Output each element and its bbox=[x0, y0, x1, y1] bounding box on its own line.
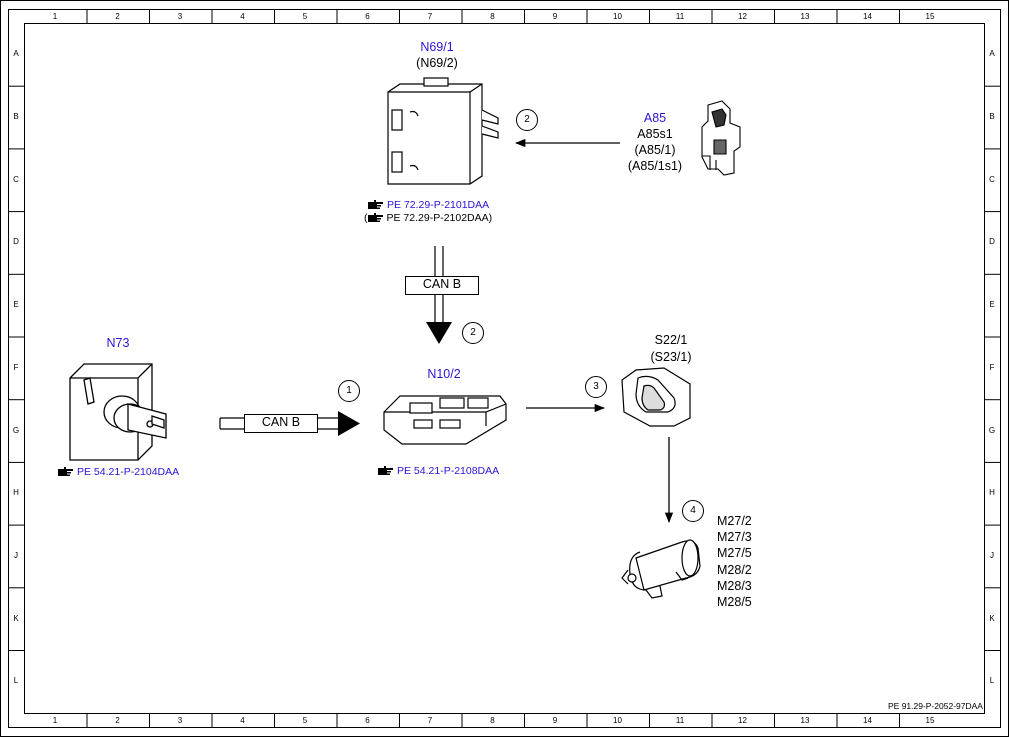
n73-drawing bbox=[69, 363, 167, 461]
row-label: F bbox=[989, 362, 995, 372]
row-label: L bbox=[13, 676, 19, 686]
row-label: J bbox=[14, 550, 18, 560]
column-label: 1 bbox=[52, 716, 58, 725]
motor-drawing bbox=[621, 539, 701, 599]
n69-alt-label: (N69/2) bbox=[416, 56, 458, 70]
can-bus-label-top: CAN B bbox=[405, 276, 479, 295]
row-label: A bbox=[13, 49, 19, 59]
motor-code: M27/3 bbox=[717, 530, 752, 545]
a85-line-1: A85s1 bbox=[637, 127, 673, 141]
column-label: 1 bbox=[52, 12, 58, 21]
row-label: K bbox=[13, 613, 19, 623]
row-label: B bbox=[989, 112, 995, 122]
a85-line-3: (A85/1s1) bbox=[627, 159, 683, 173]
n73-code-label: N73 bbox=[106, 336, 130, 350]
column-label: 7 bbox=[427, 716, 433, 725]
row-label: D bbox=[13, 237, 19, 247]
column-label: 4 bbox=[240, 12, 245, 21]
column-label: 15 bbox=[925, 12, 935, 21]
column-label: 13 bbox=[800, 716, 810, 725]
s22-drawing bbox=[621, 367, 691, 427]
row-label: G bbox=[988, 425, 996, 435]
step-marker-2: 2 bbox=[462, 322, 484, 344]
column-label: 14 bbox=[863, 716, 872, 725]
row-label: G bbox=[12, 425, 20, 435]
pointing-hand-icon bbox=[378, 466, 393, 475]
column-label: 13 bbox=[800, 12, 810, 21]
n69-ref-2[interactable]: (PE 72.29-P-2102DAA) bbox=[364, 212, 493, 224]
a85-drawing bbox=[701, 100, 741, 176]
column-label: 15 bbox=[925, 716, 935, 725]
column-label: 11 bbox=[675, 716, 685, 725]
column-label: 7 bbox=[427, 12, 433, 21]
column-label: 12 bbox=[738, 716, 747, 725]
row-label: B bbox=[13, 112, 19, 122]
column-label: 6 bbox=[365, 716, 370, 725]
a85-line-2: (A85/1) bbox=[634, 143, 676, 157]
column-label: 10 bbox=[613, 716, 622, 725]
n10-ref[interactable]: PE 54.21-P-2108DAA bbox=[378, 465, 499, 478]
step-marker-3: 3 bbox=[585, 376, 607, 398]
motor-code: M28/3 bbox=[717, 578, 752, 593]
column-label: 8 bbox=[490, 12, 495, 21]
column-label: 10 bbox=[613, 12, 622, 21]
n73-ref[interactable]: PE 54.21-P-2104DAA bbox=[58, 466, 179, 479]
row-label: C bbox=[13, 174, 19, 184]
row-label: K bbox=[989, 613, 995, 623]
n10-code-label: N10/2 bbox=[427, 367, 461, 381]
step-marker-2-top: 2 bbox=[516, 109, 538, 131]
column-label: 5 bbox=[302, 716, 308, 725]
step-marker-1: 1 bbox=[338, 380, 360, 402]
row-label: A bbox=[989, 49, 995, 59]
can-bus-arrow-vertical bbox=[426, 246, 452, 344]
column-label: 9 bbox=[552, 716, 558, 725]
row-label: E bbox=[13, 300, 19, 310]
pointing-hand-icon bbox=[368, 200, 383, 209]
column-label: 2 bbox=[115, 12, 120, 21]
s22-code-label: S22/1 bbox=[654, 333, 688, 347]
pointing-hand-icon bbox=[58, 467, 73, 476]
column-label: 6 bbox=[365, 12, 370, 21]
column-label: 3 bbox=[177, 716, 183, 725]
row-label: H bbox=[989, 488, 995, 498]
column-label: 9 bbox=[552, 12, 558, 21]
column-label: 4 bbox=[240, 716, 245, 725]
step-marker-4: 4 bbox=[682, 500, 704, 522]
motor-code: M28/2 bbox=[717, 562, 752, 577]
motor-code-list: M27/2 M27/3 M27/5 M28/2 M28/3 M28/5 bbox=[717, 513, 752, 610]
column-label: 8 bbox=[490, 716, 495, 725]
column-label: 5 bbox=[302, 12, 308, 21]
s22-alt-label: (S23/1) bbox=[650, 350, 692, 364]
can-bus-label-left: CAN B bbox=[244, 414, 318, 433]
row-label: F bbox=[13, 362, 19, 372]
row-label: J bbox=[990, 550, 994, 560]
a85-code-label: A85 bbox=[643, 111, 667, 125]
row-label: L bbox=[989, 676, 995, 686]
row-label: D bbox=[989, 237, 995, 247]
row-label: H bbox=[13, 488, 19, 498]
motor-code: M27/5 bbox=[717, 546, 752, 561]
column-label: 14 bbox=[863, 12, 872, 21]
n69-module-drawing bbox=[387, 77, 499, 185]
document-reference: PE 91.29-P-2052-97DAA bbox=[888, 701, 983, 711]
n69-code-label: N69/1 bbox=[420, 40, 454, 54]
column-label: 11 bbox=[675, 12, 685, 21]
motor-code: M27/2 bbox=[717, 514, 752, 528]
pointing-hand-icon bbox=[367, 213, 383, 222]
column-label: 2 bbox=[115, 716, 120, 725]
column-label: 12 bbox=[738, 12, 747, 21]
n69-ref-1[interactable]: PE 72.29-P-2101DAA bbox=[368, 199, 489, 212]
column-label: 3 bbox=[177, 12, 183, 21]
row-label: C bbox=[989, 174, 995, 184]
n10-drawing bbox=[383, 395, 507, 445]
row-label: E bbox=[989, 300, 995, 310]
motor-code: M28/5 bbox=[717, 595, 752, 610]
